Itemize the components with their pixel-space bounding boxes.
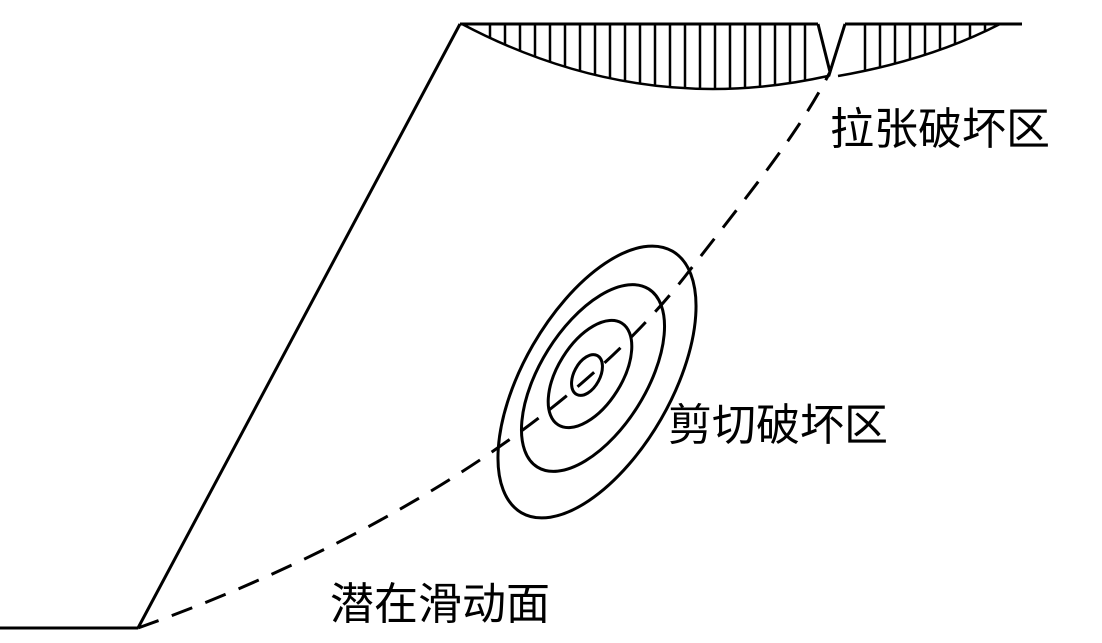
shear-zone-label: 剪切破坏区 bbox=[668, 400, 888, 451]
shear-zone-ring-inner bbox=[570, 353, 604, 397]
shear-zone-ring-3 bbox=[546, 318, 634, 430]
slip-surface-line bbox=[137, 71, 832, 630]
slope-face-line bbox=[136, 23, 462, 629]
tension-zone-label: 拉张破坏区 bbox=[830, 104, 1050, 155]
tension-zone-boundary bbox=[461, 22, 1001, 91]
tension-crack-v bbox=[816, 23, 847, 78]
tension-zone-graphic bbox=[461, 22, 1001, 91]
shear-zone-ring-outer bbox=[496, 244, 698, 520]
shear-zone-ring-2 bbox=[519, 283, 667, 473]
tension-zone-hatching bbox=[488, 24, 987, 89]
shear-zone-graphic bbox=[496, 244, 698, 520]
slip-surface-label: 潜在滑动面 bbox=[330, 579, 550, 630]
